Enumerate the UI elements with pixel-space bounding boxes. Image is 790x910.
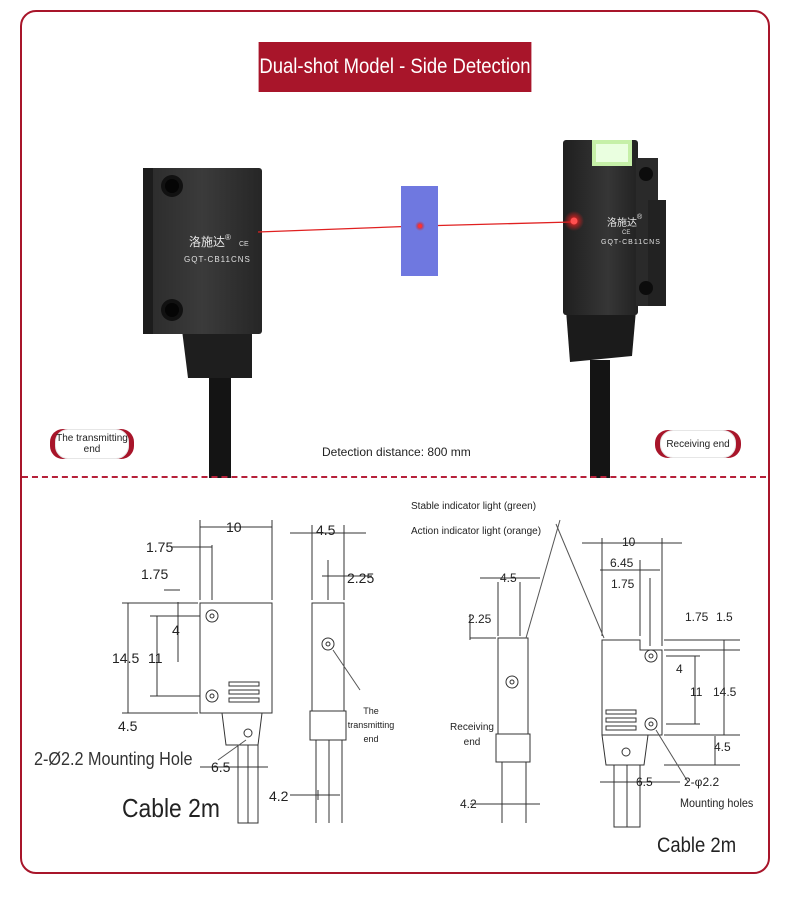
right-dim-2-25: 2.25 xyxy=(468,612,492,626)
right-dim-4-5-bottom: 4.5 xyxy=(714,740,731,754)
right-dim-1-75-a: 1.75 xyxy=(611,577,635,591)
right-dim-11: 11 xyxy=(690,685,703,699)
right-cable-label: Cable 2m xyxy=(657,834,737,857)
right-dim-4: 4 xyxy=(676,662,683,676)
right-dim-side-width: 4.5 xyxy=(500,571,517,585)
left-dim-11: 11 xyxy=(148,650,163,666)
left-dim-height: 14.5 xyxy=(112,650,140,666)
left-dim-1-75-b: 1.75 xyxy=(141,566,169,582)
left-dim-side-width: 4.5 xyxy=(316,522,336,538)
transmitter-badge: The transmitting end xyxy=(55,429,129,459)
transmitter-ce-mark: CE xyxy=(239,241,249,248)
right-dim-cable-6-5: 6.5 xyxy=(636,775,653,789)
receiver-badge: Receiving end xyxy=(660,430,736,458)
section-divider xyxy=(22,476,766,478)
left-dim-4-5: 4.5 xyxy=(118,718,138,734)
right-dim-1-75-b: 1.75 xyxy=(685,610,709,624)
detected-object xyxy=(401,186,438,276)
right-side-label: Receiving end xyxy=(450,722,494,748)
stable-indicator-label: Stable indicator light (green) xyxy=(411,501,537,512)
transmitter-model: GQT-CB11CNS xyxy=(184,255,251,264)
transmitter-sensor xyxy=(143,168,262,478)
transmitter-brand: 洛施达® xyxy=(189,233,231,249)
detection-distance: Detection distance: 800 mm xyxy=(322,445,471,459)
left-dim-2-25: 2.25 xyxy=(347,570,375,586)
receiver-model: GQT-CB11CNS xyxy=(601,239,661,246)
left-dim-cable-6-5: 6.5 xyxy=(211,759,231,775)
receiver-ce-mark: CE xyxy=(622,230,631,236)
right-dim-1-5: 1.5 xyxy=(716,610,733,624)
action-indicator-label: Action indicator light (orange) xyxy=(411,526,542,537)
left-cable-label: Cable 2m xyxy=(122,793,220,823)
right-dim-hole: 2-φ2.2 xyxy=(684,775,720,789)
left-dim-1-75-a: 1.75 xyxy=(146,539,174,555)
left-dim-4: 4 xyxy=(172,622,180,638)
receiver-brand: 洛施达® xyxy=(607,214,643,229)
left-dim-cable-4-2: 4.2 xyxy=(269,788,289,804)
receiver-sensor xyxy=(563,140,666,478)
right-dim-height: 14.5 xyxy=(713,685,737,699)
left-mounting-hole: 2-Ø2.2 Mounting Hole xyxy=(34,749,193,769)
left-side-label: The transmitting end xyxy=(347,706,395,744)
right-dim-6-45: 6.45 xyxy=(610,556,634,570)
right-mounting-holes: Mounting holes xyxy=(680,796,754,810)
laser-beam-left xyxy=(257,225,419,233)
right-dim-top-width: 10 xyxy=(622,535,636,549)
page-title: Dual-shot Model - Side Detection xyxy=(258,42,532,92)
laser-beam-right xyxy=(419,221,573,227)
right-dim-cable-4-2: 4.2 xyxy=(460,797,477,811)
left-dim-top-width: 10 xyxy=(226,519,242,535)
